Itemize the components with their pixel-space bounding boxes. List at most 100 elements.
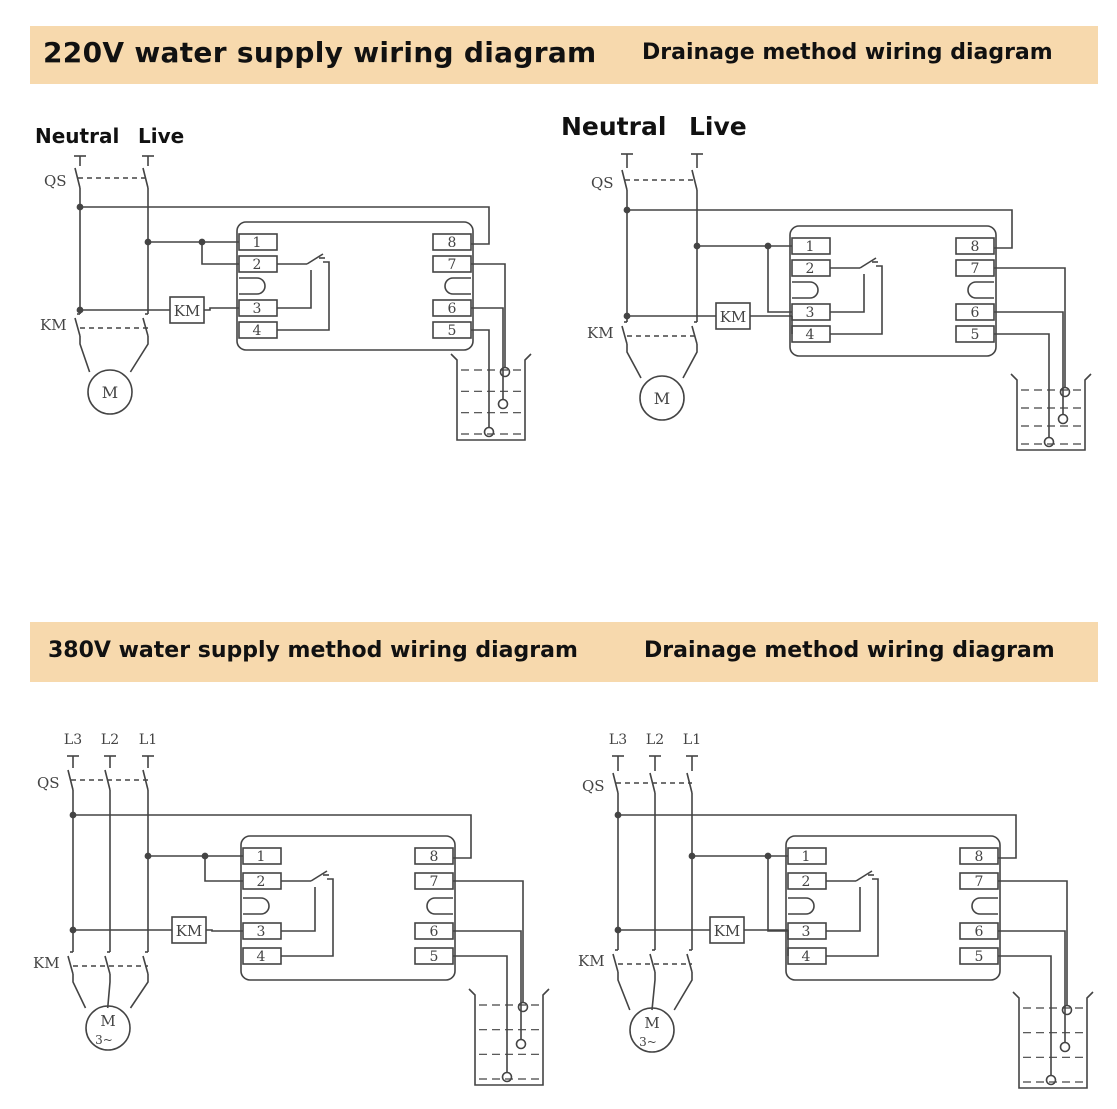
terminal-8	[959, 847, 999, 865]
title-220v-water-supply: 220V water supply wiring diagram	[43, 36, 597, 69]
terminal-label-1: 1	[806, 239, 815, 255]
terminal-8	[414, 847, 454, 865]
motor-circle	[85, 1005, 131, 1051]
km-coil-label: KM	[714, 922, 741, 940]
motor-3phase-label: 3~	[95, 1033, 113, 1047]
jumper-loop-left	[792, 281, 819, 299]
controller-box	[789, 225, 997, 357]
probe-6	[515, 1038, 527, 1050]
km-contact-blade	[67, 955, 74, 975]
motor-circle	[639, 375, 685, 421]
terminal-label-4: 4	[806, 327, 815, 343]
water-tank	[1012, 991, 1094, 1089]
relay-wire-3	[826, 887, 861, 932]
jumper-loop-left	[243, 897, 270, 915]
relay-wire-3	[277, 270, 312, 309]
probe-wire-6	[471, 307, 504, 400]
phase-label-L3: L3	[64, 732, 82, 748]
controller-box	[785, 835, 1001, 981]
phase-label-L3: L3	[609, 732, 627, 748]
relay-wire-3	[281, 887, 316, 932]
terminal-label-3: 3	[802, 924, 811, 940]
title-380v-drainage: Drainage method wiring diagram	[644, 638, 1055, 663]
jumper-loop-right	[971, 897, 998, 915]
phase-label-L1: L1	[139, 732, 157, 748]
jumper-1-3	[767, 246, 792, 313]
live-label-drainage: Live	[689, 112, 747, 141]
jumper-loop-left	[239, 277, 266, 295]
terminal-label-4: 4	[802, 949, 811, 965]
probe-5	[1045, 1074, 1057, 1086]
bus-to-terminal-8	[73, 814, 472, 859]
coil-to-terminal-3	[206, 929, 243, 932]
terminal-label-8: 8	[971, 239, 980, 255]
terminal-label-7: 7	[971, 261, 980, 277]
km-contact-label: KM	[40, 316, 67, 334]
motor-lead	[106, 974, 111, 1009]
qs-switch-blade	[612, 772, 619, 794]
terminal-label-7: 7	[430, 874, 439, 890]
terminal-label-1: 1	[253, 235, 262, 251]
qs-label: QS	[44, 172, 67, 190]
relay-contact-blade	[859, 257, 877, 269]
km-contact-blade	[142, 317, 149, 337]
probe-wire-6	[998, 930, 1066, 1043]
motor-circle	[87, 369, 133, 415]
terminal-label-5: 5	[975, 949, 984, 965]
relay-wire-4	[281, 878, 334, 957]
phase-label-L2: L2	[101, 732, 119, 748]
qs-switch-blade	[621, 169, 628, 191]
terminal-8	[955, 237, 995, 255]
km-contact-blade	[142, 955, 149, 975]
terminal-label-3: 3	[257, 924, 266, 940]
probe-wire-5	[994, 333, 1050, 438]
km-contact-blade	[612, 953, 619, 973]
motor-lead	[79, 336, 91, 373]
header-banner-380v	[30, 622, 1098, 682]
terminal-label-2: 2	[253, 257, 262, 273]
jumper-1-2	[201, 242, 239, 265]
probe-6	[1057, 413, 1069, 425]
probe-5	[483, 426, 495, 438]
km-coil-label: KM	[174, 302, 201, 320]
terminal-label-1: 1	[802, 849, 811, 865]
neutral-label-drainage: Neutral	[561, 112, 667, 141]
terminal-label-1: 1	[257, 849, 266, 865]
terminal-label-7: 7	[448, 257, 457, 273]
probe-5	[1043, 436, 1055, 448]
relay-wire-4	[277, 261, 330, 331]
controller-box	[240, 835, 456, 981]
probe-wire-6	[453, 930, 522, 1040]
qs-switch-blade	[74, 167, 81, 189]
terminal-label-4: 4	[253, 323, 262, 339]
jumper-loop-right	[426, 897, 453, 915]
km-contact-label: KM	[33, 954, 60, 972]
relay-wire-4	[826, 878, 879, 957]
terminal-8	[432, 233, 472, 251]
probe-wire-7	[453, 880, 524, 1003]
probe-wire-5	[471, 329, 490, 428]
jumper-1-2	[204, 856, 243, 882]
motor-label: M	[100, 1012, 115, 1030]
terminal-label-5: 5	[448, 323, 457, 339]
km-contact-blade	[686, 953, 693, 973]
terminal-label-7: 7	[975, 874, 984, 890]
qs-label: QS	[37, 774, 60, 792]
probe-5	[501, 1071, 513, 1083]
relay-contact-blade	[306, 253, 324, 265]
terminal-label-4: 4	[257, 949, 266, 965]
phase-label-L1: L1	[683, 732, 701, 748]
terminal-label-2: 2	[806, 261, 815, 277]
probe-7	[517, 1001, 529, 1013]
motor-label: M	[102, 383, 118, 402]
terminal-label-2: 2	[257, 874, 266, 890]
km-contact-label: KM	[578, 952, 605, 970]
terminal-label-3: 3	[806, 305, 815, 321]
motor-circle	[629, 1007, 675, 1053]
terminal-label-6: 6	[975, 924, 984, 940]
probe-wire-7	[998, 880, 1068, 1006]
qs-switch-blade	[67, 769, 74, 791]
km-contact-blade	[74, 317, 81, 337]
